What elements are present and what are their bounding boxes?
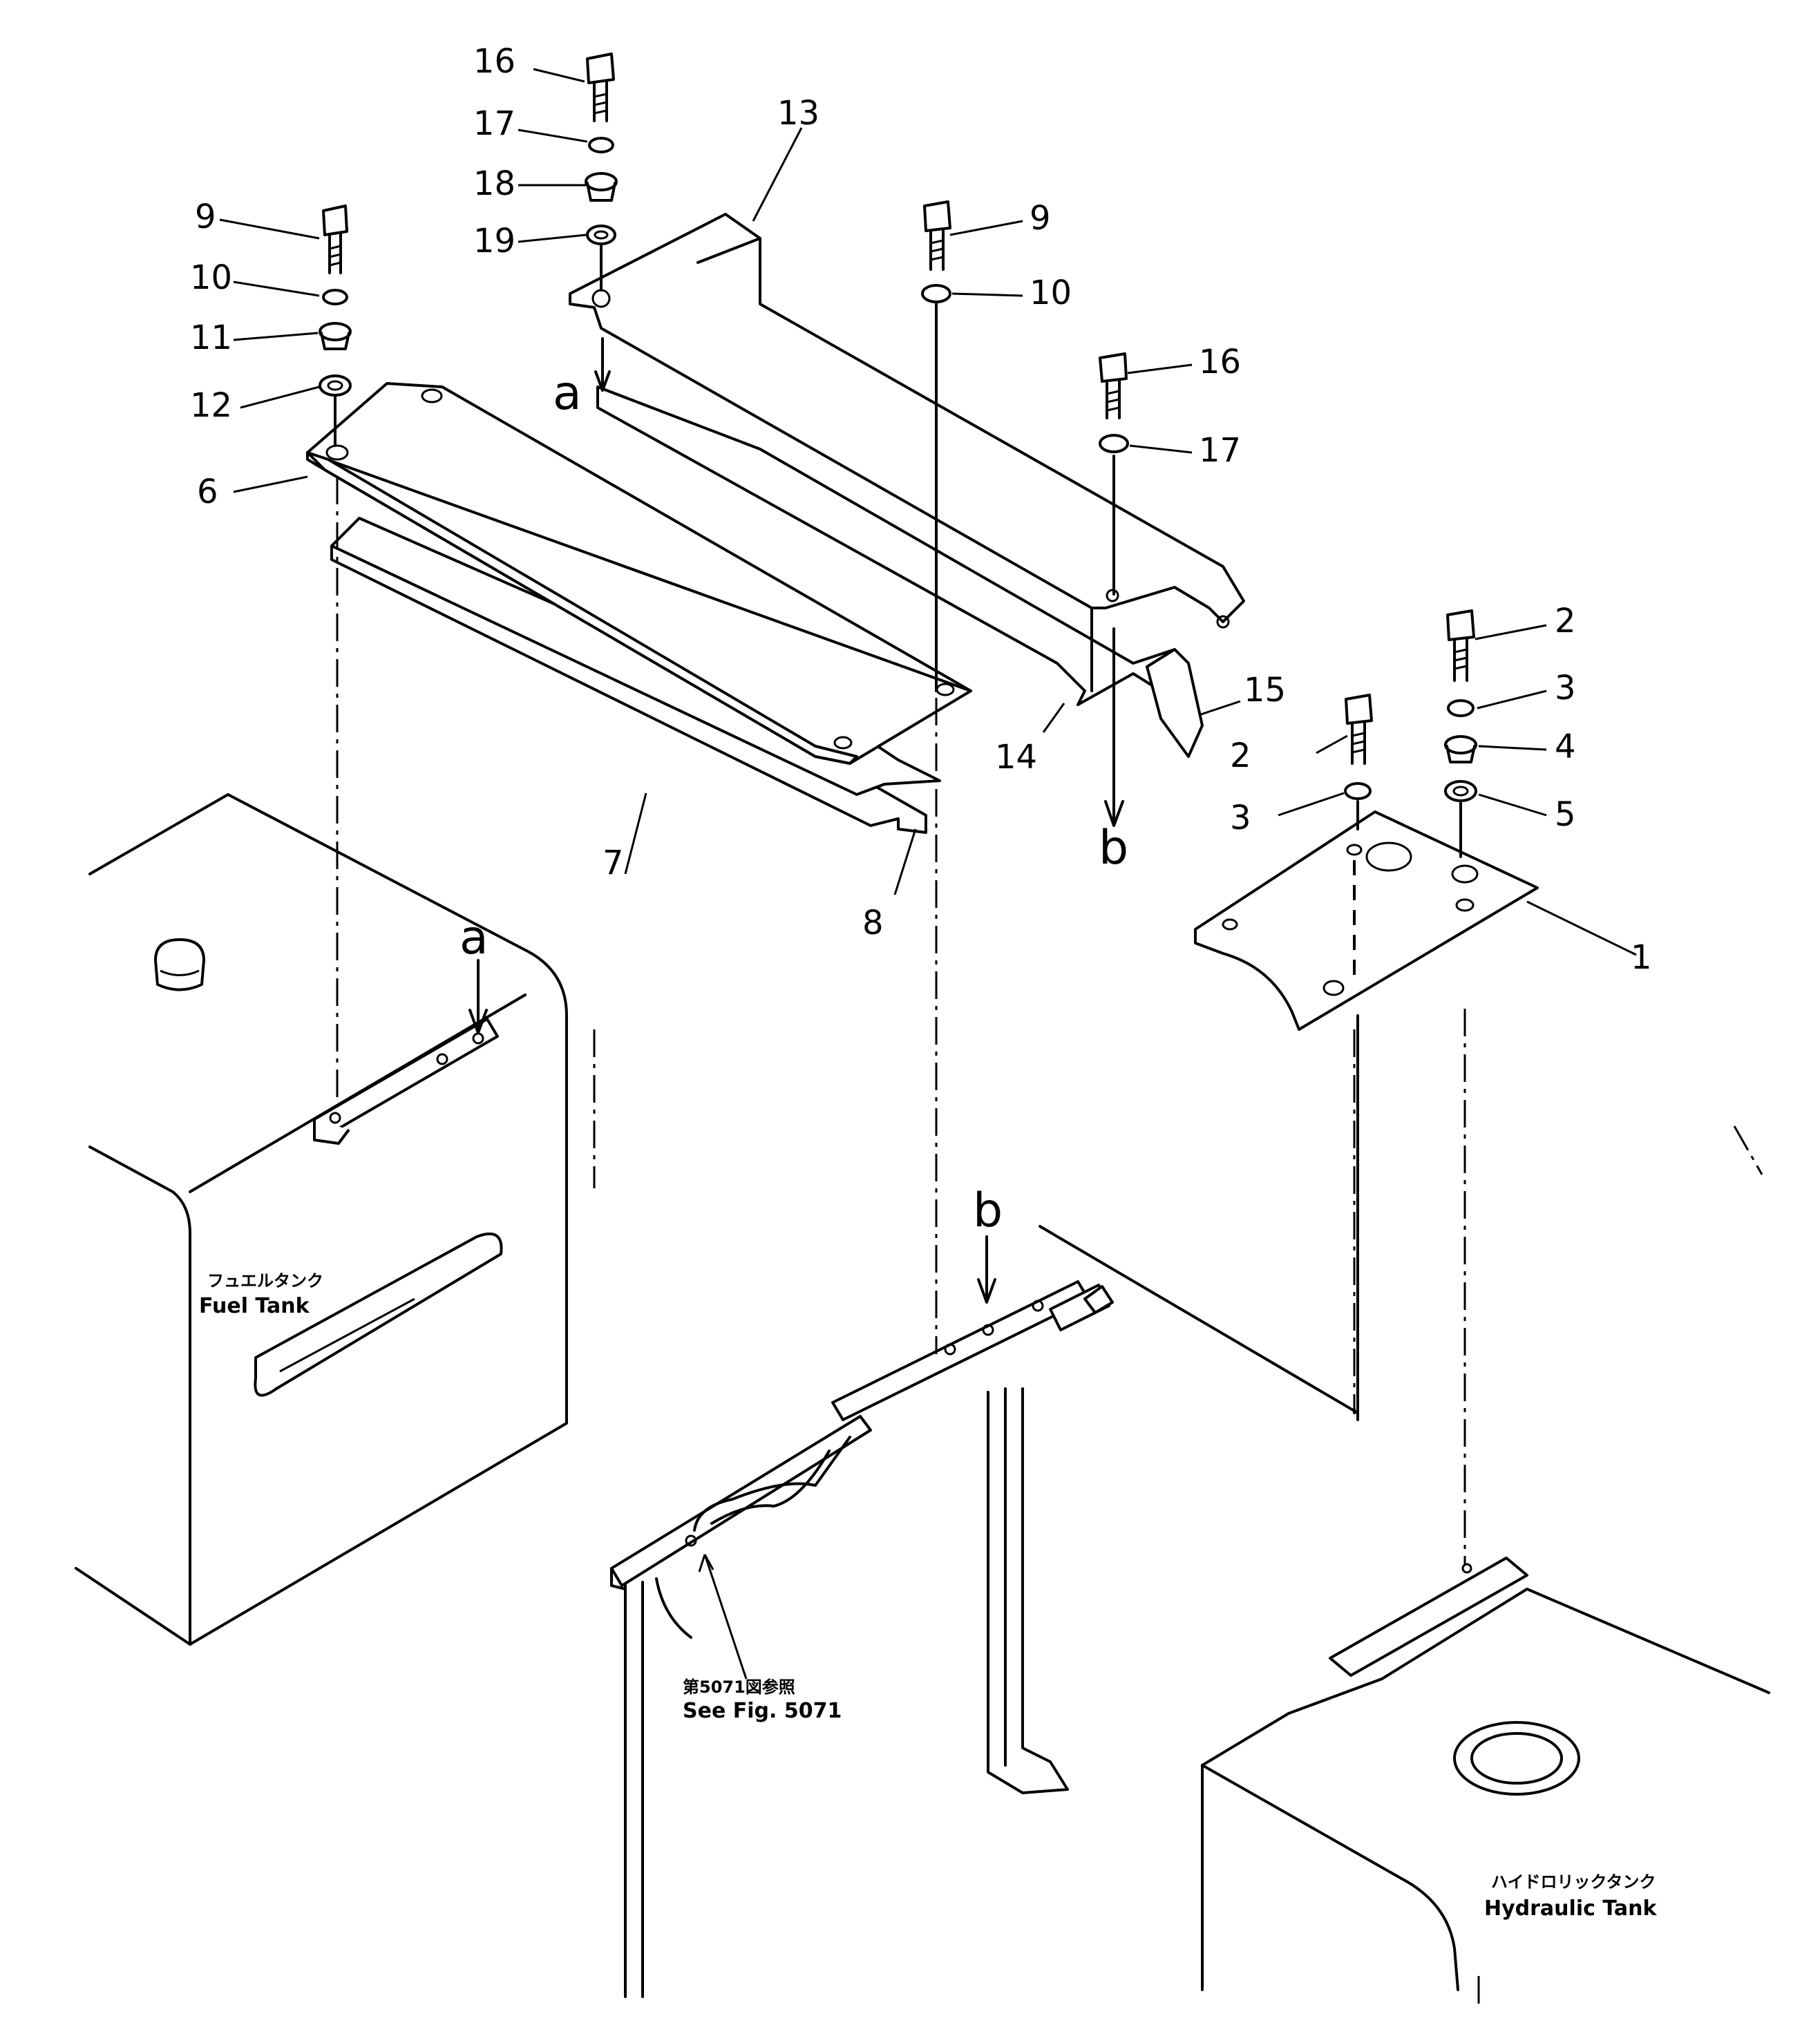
washer-3-left	[1344, 782, 1372, 800]
label-part-16-right: 16	[1199, 343, 1241, 381]
label-part-9-left: 9	[195, 198, 216, 236]
washer-18	[585, 172, 618, 202]
fasteners	[319, 53, 1477, 1354]
plate-1	[1194, 810, 1539, 1414]
label-part-15: 15	[1244, 671, 1286, 710]
label-part-18: 18	[473, 164, 515, 203]
fuel-tank-caption-en: Fuel Tank	[199, 1294, 310, 1318]
label-part-16-top: 16	[473, 42, 515, 81]
bolt-16-top	[586, 53, 615, 122]
cover-plates-6-7-8	[306, 382, 972, 1099]
washer-10-left	[322, 289, 348, 305]
label-part-10-left: 10	[190, 258, 232, 297]
ref-a-bottom: a	[459, 911, 489, 965]
label-part-7: 7	[603, 844, 624, 882]
washer-4	[1444, 735, 1477, 763]
bolt-16-right	[1099, 352, 1128, 419]
ref-b-top: b	[1099, 821, 1128, 875]
label-part-3-right: 3	[1555, 669, 1576, 707]
cover-13-14-15	[569, 213, 1245, 758]
washer-3-right	[1447, 699, 1475, 717]
label-part-2-left: 2	[1230, 736, 1251, 775]
label-part-4: 4	[1555, 728, 1576, 766]
washer-5	[1444, 780, 1477, 802]
label-part-13: 13	[777, 94, 819, 133]
see-fig-caption-en: See Fig. 5071	[683, 1699, 842, 1723]
leader-lines	[219, 68, 1637, 956]
label-part-19: 19	[473, 222, 515, 260]
label-part-14: 14	[995, 738, 1037, 777]
ref-b-bottom: b	[973, 1183, 1003, 1238]
label-part-10-center: 10	[1030, 274, 1072, 312]
washer-17-right	[1099, 434, 1129, 453]
label-part-12: 12	[190, 386, 232, 425]
washer-11	[319, 322, 352, 350]
stray-marks	[1477, 1125, 1763, 2004]
label-part-11: 11	[190, 319, 232, 357]
frame-structure	[610, 1014, 1359, 1998]
label-part-8: 8	[862, 904, 884, 942]
washer-10-center	[921, 284, 951, 303]
label-part-5: 5	[1555, 795, 1576, 834]
label-part-17-right: 17	[1199, 431, 1241, 470]
see-fig-caption-jp: 第5071図参照	[683, 1677, 795, 1697]
hydraulic-tank-caption-en: Hydraulic Tank	[1484, 1896, 1658, 1921]
washer-17-top	[588, 137, 614, 153]
bolt-2-left	[1345, 694, 1373, 765]
washer-19	[586, 225, 616, 245]
bolt-9-left	[322, 205, 348, 274]
reference-arrows	[468, 337, 996, 1304]
bolt-9-center	[923, 200, 951, 271]
label-part-1: 1	[1631, 938, 1652, 977]
fuel-tank-caption-jp: フュエルタンク	[207, 1271, 323, 1291]
fuel-tank	[75, 793, 596, 1646]
ref-a-top: a	[553, 366, 582, 421]
bolt-2-right	[1446, 609, 1475, 682]
label-part-2-right: 2	[1555, 602, 1576, 640]
label-part-6: 6	[197, 473, 218, 511]
hydraulic-tank	[1201, 1009, 1770, 1991]
label-part-3-left: 3	[1230, 799, 1251, 837]
label-part-9-center: 9	[1030, 199, 1051, 238]
label-part-17-top: 17	[473, 104, 515, 143]
hydraulic-tank-caption-jp: ハイドロリックタンク	[1491, 1872, 1656, 1892]
washer-12	[319, 374, 352, 397]
